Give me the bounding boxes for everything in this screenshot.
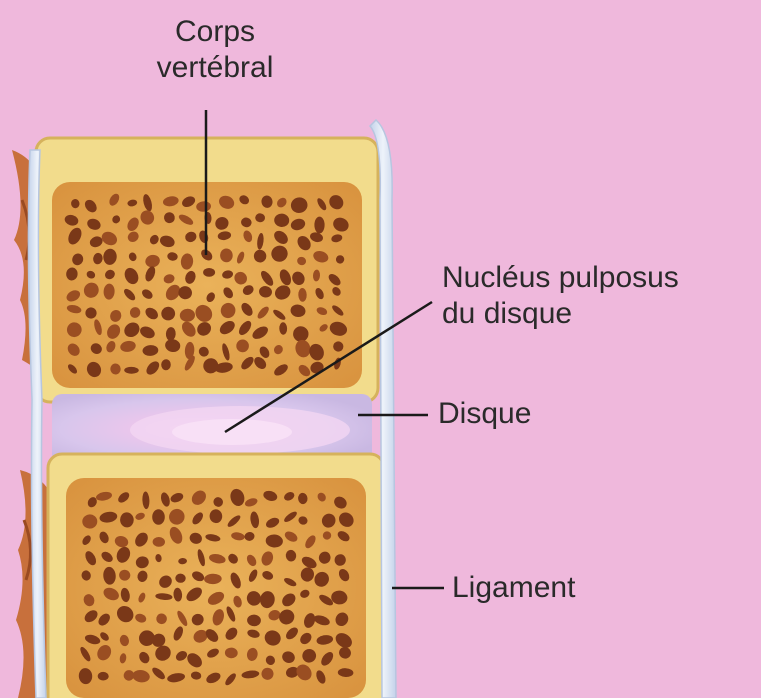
lower-vertebral-body xyxy=(48,454,384,698)
trabecular-cavity xyxy=(152,509,165,525)
vertebral-body-label-line1: Corps xyxy=(120,14,310,50)
ligament-label: Ligament xyxy=(452,570,575,606)
nucleus-label-line1: Nucléus pulposus xyxy=(442,260,679,296)
nucleus-label-line2: du disque xyxy=(442,296,679,332)
nucleus-pulposus xyxy=(172,419,292,445)
nucleus-pulposus-label: Nucléus pulposus du disque xyxy=(442,260,679,332)
disc-label: Disque xyxy=(438,396,531,432)
vertebral-body-label: Corps vertébral xyxy=(120,14,310,86)
trabecular-cavity xyxy=(314,217,324,234)
vertebral-body-label-line2: vertébral xyxy=(120,50,310,86)
trabecular-cavity xyxy=(203,268,215,277)
